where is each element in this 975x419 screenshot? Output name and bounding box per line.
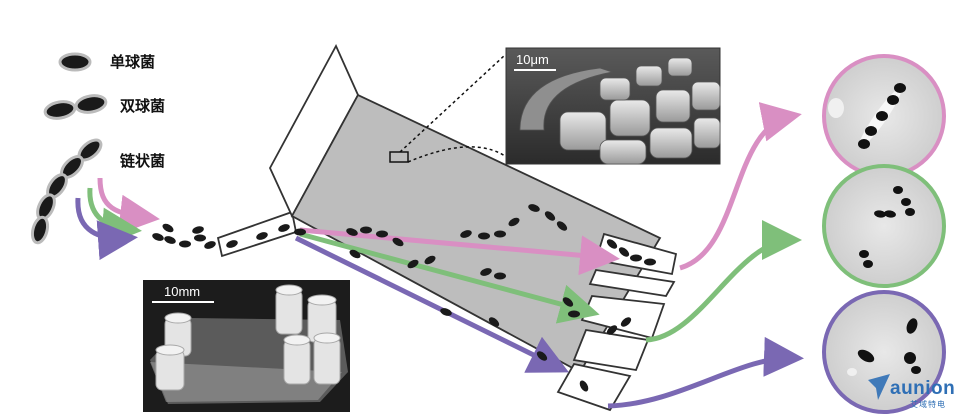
sem-scale-label: 10μm	[516, 52, 549, 67]
watermark-sub: 艾域特电	[910, 400, 946, 409]
legend-label-single: 单球菌	[110, 53, 156, 71]
inlet-channel	[216, 210, 298, 258]
sem-inset-image	[505, 47, 721, 165]
output-arrows	[607, 102, 804, 409]
chamber-cells	[294, 204, 580, 361]
device-photo-inset	[143, 280, 350, 412]
photo-scale-label: 10mm	[164, 284, 201, 299]
legend-streptococcus-icon	[30, 138, 103, 245]
legend-label-diplococcus: 双球菌	[120, 97, 166, 115]
micrograph-diplococcus	[822, 164, 946, 288]
input-arrows	[75, 177, 160, 261]
inlet-cells	[226, 224, 290, 248]
micrograph-streptococcus	[822, 290, 946, 414]
outlet-cells	[579, 239, 656, 392]
incoming-cells	[152, 223, 216, 249]
micrograph-single	[822, 54, 946, 178]
watermark-brand: aunion	[890, 378, 956, 399]
legend-single-coccus-icon	[58, 52, 92, 72]
legend-diplococcus-icon	[43, 94, 108, 120]
watermark-logo-icon	[868, 374, 890, 400]
legend-label-streptococcus: 链状菌	[120, 152, 166, 170]
sem-zoom-marker	[389, 54, 509, 163]
